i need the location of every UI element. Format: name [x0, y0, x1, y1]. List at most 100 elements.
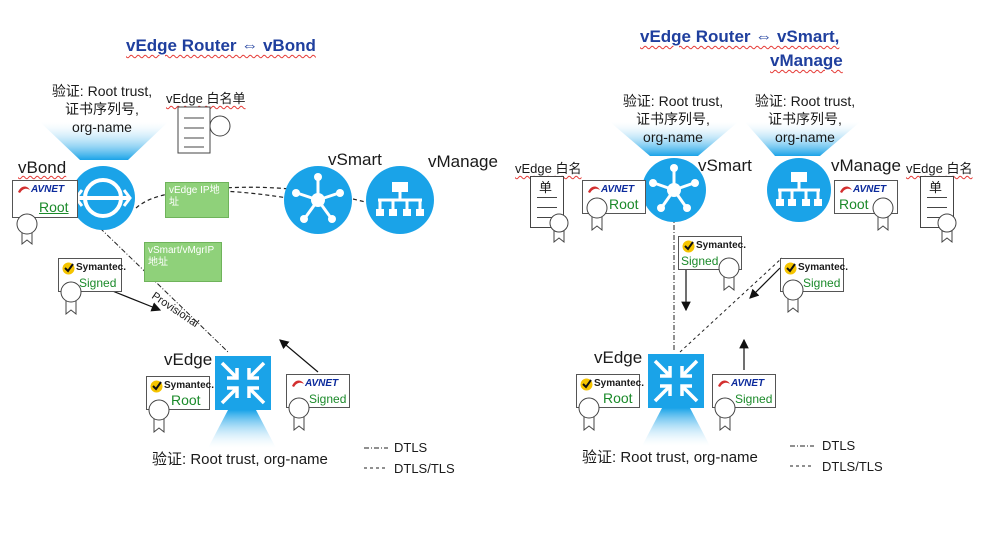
right-vmanage-root-text: Root: [839, 196, 869, 212]
avnet-text: AVNET: [731, 378, 765, 389]
symantec-text: Symantec.: [76, 262, 127, 273]
left-whitelist-document-icon: [177, 106, 231, 154]
left-verify-line-2: 证书序列号,: [65, 101, 139, 118]
right-legend-tls: DTLS/TLS: [822, 459, 883, 474]
symantec-text: Symantec.: [798, 262, 849, 273]
left-vedge-label: vEdge: [164, 350, 213, 369]
right-vsmart-root-text: Root: [609, 196, 639, 212]
right-whitelist-document-right: 单: [920, 176, 954, 228]
avnet-logo-icon: [840, 186, 852, 193]
right-whitelist-label-left: vEdge 白名: [515, 161, 582, 176]
right-symantec-certificate-2-icon: [782, 279, 804, 314]
left-vedge-root-text: Root: [171, 392, 201, 408]
left-vedge-icon: [215, 356, 271, 410]
left-vbond-label: vBond: [18, 158, 67, 177]
right-vmanage-verify-line-2: 证书序列号,: [768, 111, 842, 128]
right-verify-bottom: 验证: Root trust, org-name: [582, 449, 758, 466]
right-vsmart-verify-line-3: org-name: [643, 129, 703, 146]
left-verify-line-1: 验证: Root trust,: [51, 83, 153, 99]
right-symantec-certificate-1-icon: [718, 257, 740, 292]
right-vmanage-root-certificate-icon: [872, 197, 894, 232]
left-vbond-beam: [40, 122, 168, 160]
right-whitelist-seal-right-icon: [937, 213, 957, 244]
left-legend-dtls: DTLS: [394, 440, 428, 455]
right-vmanage-icon: [767, 158, 831, 222]
left-vedge-signed-text: Signed: [309, 392, 347, 406]
left-signed-text: Signed: [79, 276, 117, 290]
symantec-checkmark-icon: [784, 262, 797, 275]
right-vedge-signed-certificate-icon: [714, 397, 736, 432]
avnet-text: AVNET: [305, 378, 339, 389]
right-whitelist-char-left: 单: [539, 180, 553, 195]
right-signed-text-1: Signed: [681, 254, 719, 268]
right-whitelist-seal-left-icon: [549, 213, 569, 244]
symantec-checkmark-icon: [62, 262, 75, 275]
left-verify-bottom: 验证: Root trust, org-name: [152, 451, 328, 468]
right-vsmart-beam: [610, 122, 738, 156]
right-vedge-icon: [648, 354, 704, 408]
right-vedge-to-vmanage-line: [679, 257, 783, 353]
symantec-checkmark-icon: [580, 378, 593, 391]
left-vedge-signed-certificate-icon: [288, 397, 310, 432]
left-vmanage-icon: [366, 166, 434, 234]
avnet-text: AVNET: [601, 184, 635, 195]
right-vsmart-root-certificate: AVNET Root: [582, 180, 646, 214]
left-vbond-icon: [71, 166, 135, 230]
right-vsmart-label: vSmart: [698, 156, 752, 175]
left-note-vedge-ip: vEdge IP地址: [165, 182, 229, 218]
right-vedge-beam: [642, 408, 710, 446]
right-vmanage-beam: [745, 122, 860, 156]
symantec-checkmark-icon: [682, 240, 695, 253]
left-note-vsmart-ip: vSmart/vMgrIP 地址: [144, 242, 222, 282]
right-arrow-to-vedge-2-line: [749, 267, 781, 299]
left-vsmart-label: vSmart: [328, 150, 382, 169]
left-vbond-root-text: Root: [39, 199, 69, 215]
right-whitelist-label-right: vEdge 白名: [906, 161, 973, 176]
right-vmanage-verify-line-1: 验证: Root trust,: [754, 93, 856, 109]
symantec-text: Symantec.: [164, 380, 215, 391]
left-title: vEdge Router ⇔ vBond: [126, 36, 316, 55]
right-vedge-signed-text: Signed: [735, 392, 773, 406]
left-arrow-from-vedge-line: [279, 339, 319, 373]
right-vsmart-root-certificate-icon: [586, 197, 608, 232]
left-arrow-to-vbond-line: [109, 289, 162, 312]
left-vmanage-label: vManage: [428, 152, 498, 171]
right-vedge-root-certificate-icon: [578, 397, 600, 432]
symantec-checkmark-icon: [150, 380, 163, 393]
right-signed-text-2: Signed: [803, 276, 841, 290]
left-verify-top: 验证: Root trust, 证书序列号, org-name: [46, 82, 158, 137]
symantec-text: Symantec.: [696, 240, 747, 251]
right-vsmart-verify-line-1: 验证: Root trust,: [622, 93, 724, 109]
avnet-logo-icon: [588, 186, 600, 193]
left-vbond-certificate: AVNET Root: [12, 180, 78, 218]
left-vedge-signed-certificate: AVNET Signed: [286, 374, 350, 408]
right-vsmart-icon: [642, 158, 706, 222]
avnet-text: AVNET: [853, 184, 887, 195]
symantec-text: Symantec.: [594, 378, 645, 389]
avnet-logo-icon: [292, 380, 304, 387]
avnet-text: AVNET: [31, 184, 65, 195]
right-title-line-2: vManage: [770, 51, 843, 70]
left-symantec-certificate-icon: [60, 281, 82, 316]
left-legend-tls: DTLS/TLS: [394, 461, 455, 476]
right-whitelist-char-right: 单: [929, 180, 943, 195]
right-vedge-root-text: Root: [603, 390, 633, 406]
left-vedge-beam: [208, 410, 276, 448]
avnet-logo-icon: [18, 186, 30, 193]
left-vedge-root-certificate-icon: [148, 399, 170, 434]
left-vsmart-icon: [284, 166, 352, 234]
right-title-line-1: vEdge Router ⇔ vSmart,: [640, 27, 840, 46]
right-vmanage-label: vManage: [831, 156, 901, 175]
right-vedge-label: vEdge: [594, 348, 643, 367]
right-legend-dtls: DTLS: [822, 438, 856, 453]
right-vmanage-verify-line-3: org-name: [775, 129, 835, 146]
left-whitelist-label: vEdge 白名单: [166, 91, 246, 106]
left-symantec-signed-certificate: Symantec. Signed: [58, 258, 126, 292]
left-vbond-certificate-icon: [16, 213, 38, 246]
avnet-logo-icon: [718, 380, 730, 387]
left-verify-line-3: org-name: [72, 119, 132, 136]
right-vsmart-verify-line-2: 证书序列号,: [636, 111, 710, 128]
right-vsmart-verify: 验证: Root trust, 证书序列号, org-name: [608, 92, 738, 147]
right-vmanage-verify: 验证: Root trust, 证书序列号, org-name: [740, 92, 870, 147]
